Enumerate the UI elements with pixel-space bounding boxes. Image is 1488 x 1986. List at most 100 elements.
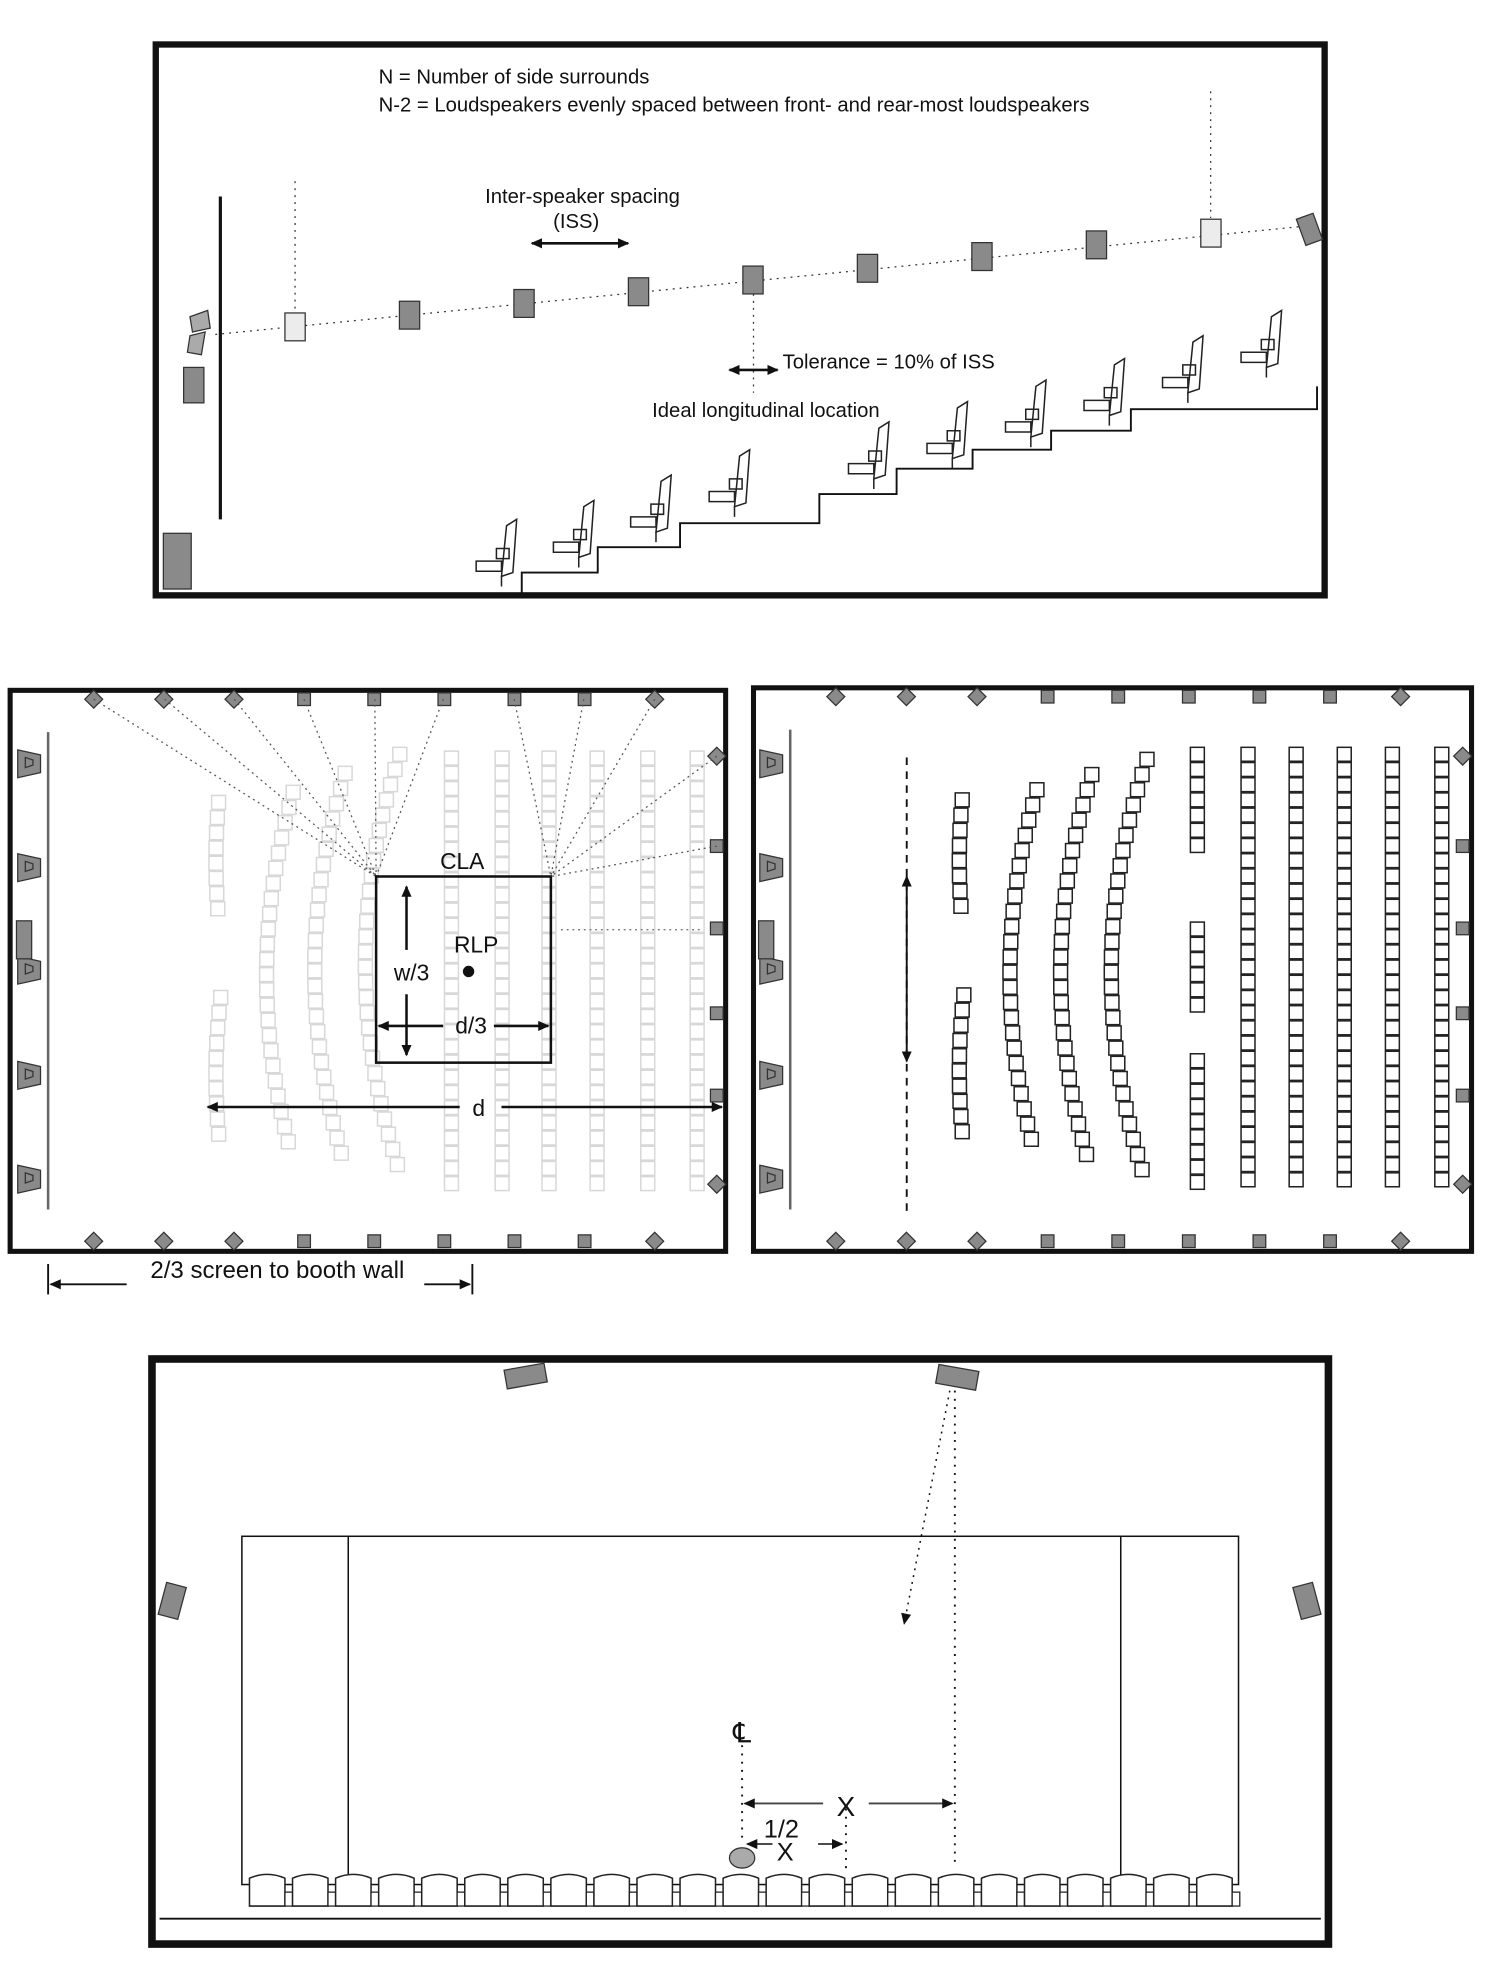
seat <box>1006 1040 1022 1056</box>
seat <box>1067 1101 1083 1117</box>
seat <box>640 887 656 903</box>
seat <box>1189 951 1206 968</box>
seat <box>689 978 705 994</box>
seat <box>541 1115 557 1131</box>
aim-line <box>901 1390 951 1625</box>
seat <box>1024 797 1041 813</box>
seat <box>1189 837 1206 854</box>
seat <box>1240 807 1256 823</box>
seat <box>1115 1085 1131 1102</box>
seat <box>589 1039 605 1055</box>
seat <box>307 947 323 964</box>
seat <box>210 901 226 917</box>
screen-speaker <box>759 1060 784 1091</box>
seat <box>640 917 656 933</box>
seat <box>1189 792 1206 808</box>
seat <box>640 780 656 797</box>
surround-speaker <box>825 686 846 707</box>
seat <box>1053 994 1069 1011</box>
seat <box>1336 944 1352 960</box>
seat <box>1240 746 1256 763</box>
seat <box>1002 964 1018 980</box>
seat <box>1139 751 1155 768</box>
seat <box>1288 1080 1304 1097</box>
seat <box>1240 837 1256 854</box>
front-seat <box>1109 1873 1147 1907</box>
surround-speaker <box>367 692 382 707</box>
seat <box>1189 1053 1206 1069</box>
seat <box>1108 1040 1124 1056</box>
plan-view-left-panel: CLA RLP w/3 d/3 d 2/3 screen to booth wa… <box>7 687 729 1295</box>
seat <box>640 795 656 812</box>
seat <box>1240 761 1256 778</box>
side-surround-speaker <box>1200 218 1222 248</box>
legend-n-2: N-2 = Loudspeakers evenly spaced between… <box>379 95 1090 117</box>
seat <box>1071 812 1087 828</box>
rlp-head <box>728 1847 756 1869</box>
seat <box>1003 933 1019 950</box>
seat <box>1384 989 1401 1006</box>
armrest <box>757 1891 767 1907</box>
depth-third-label: d/3 <box>455 1013 487 1039</box>
armrest <box>671 1891 681 1907</box>
seat <box>1003 1009 1020 1026</box>
seat <box>1336 837 1352 854</box>
seat <box>1240 928 1256 945</box>
seat <box>209 1020 226 1036</box>
seat <box>954 792 970 808</box>
armrest <box>714 1891 724 1907</box>
surround-speaker <box>83 1231 104 1252</box>
front-seat <box>980 1873 1018 1907</box>
seat <box>443 795 460 812</box>
seat <box>212 989 229 1006</box>
seat <box>373 1096 389 1112</box>
seat <box>640 1160 656 1177</box>
seat <box>1011 858 1028 874</box>
centerline-symbol: ℄ <box>732 1718 751 1749</box>
seat <box>443 856 460 873</box>
rear-wall-speaker <box>1452 746 1473 767</box>
seat <box>208 825 225 841</box>
seat <box>1384 761 1401 778</box>
seat <box>640 1175 656 1192</box>
seat <box>640 841 656 857</box>
seat <box>1070 1116 1087 1132</box>
plan-left-frame <box>7 687 729 1254</box>
side-surround-speaker <box>627 277 650 307</box>
seat <box>208 1080 224 1097</box>
seat <box>258 966 275 983</box>
seat <box>1384 1020 1401 1036</box>
seat <box>1240 776 1256 793</box>
seat <box>689 871 705 888</box>
seat <box>494 902 510 918</box>
seat <box>689 826 705 842</box>
seat <box>443 947 460 964</box>
seat <box>1240 1156 1256 1173</box>
seat <box>494 795 510 812</box>
surround-speaker <box>1390 686 1411 707</box>
seat <box>589 780 605 797</box>
surround-speaker <box>224 1231 244 1252</box>
front-seat <box>851 1873 889 1907</box>
seat <box>640 1023 656 1040</box>
seat <box>1434 822 1450 838</box>
seat <box>1112 1070 1128 1087</box>
seat <box>541 795 557 812</box>
seat <box>951 852 968 869</box>
seat <box>494 1160 510 1177</box>
seat <box>952 1032 968 1049</box>
front-seat <box>1066 1873 1104 1907</box>
seat <box>1103 979 1120 996</box>
seat <box>494 917 510 933</box>
surround-speaker <box>367 1234 382 1249</box>
armrest <box>327 1891 337 1907</box>
armrest <box>370 1891 380 1907</box>
front-seat <box>937 1873 975 1907</box>
seat <box>640 871 656 888</box>
seat <box>270 1088 286 1104</box>
seat <box>689 963 705 979</box>
seat <box>1288 746 1304 763</box>
seat <box>321 826 337 842</box>
surround-speaker <box>1323 689 1337 704</box>
seat <box>952 883 968 899</box>
